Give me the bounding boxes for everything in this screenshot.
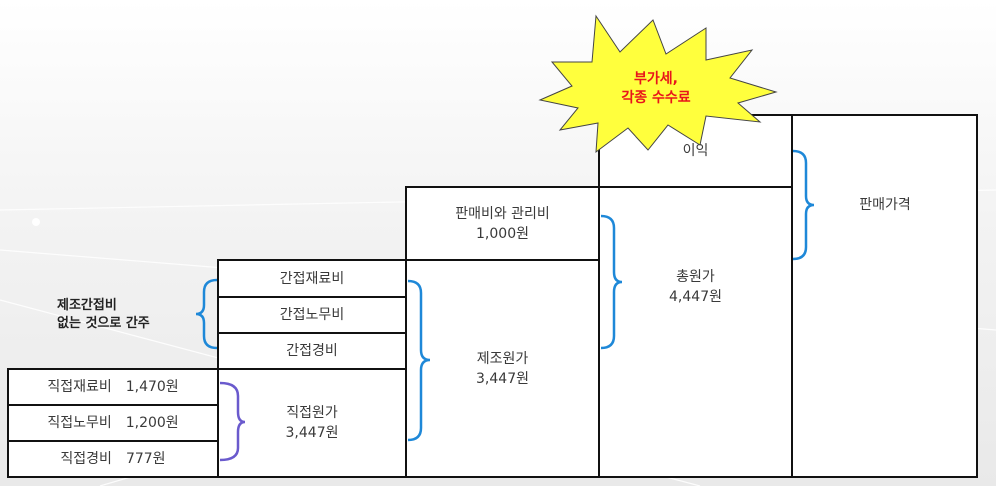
sga-value: 1,000원 <box>476 225 529 242</box>
prime-cost-label: 직접원가 <box>286 405 338 421</box>
sga-label: 판매비와 관리비 <box>455 205 550 222</box>
direct-labor-label: 직접노무비 <box>47 415 112 431</box>
prime-cost-value: 3,447원 <box>285 425 339 441</box>
burst-label: 부가세, 각종 수수료 <box>556 70 756 108</box>
indirect-left-brace-icon <box>195 278 218 350</box>
indirect-cost-note: 제조간접비 없는 것으로 간주 <box>57 297 150 333</box>
total-cost-brace-icon <box>600 214 623 350</box>
manufacturing-brace-icon <box>407 279 431 442</box>
direct-expense-label: 직접경비 <box>60 451 112 467</box>
manufacturing-cost-label: 제조원가 <box>476 350 529 367</box>
indirect-expense-label: 간접경비 <box>286 343 338 359</box>
direct-material-cost-box: 직접재료비 1,470원 <box>7 368 219 406</box>
selling-price-box <box>791 114 978 478</box>
indirect-labor-cost-box: 간접노무비 <box>217 296 407 334</box>
profit-label: 이익 <box>682 143 709 159</box>
direct-expense-box: 직접경비 777원 <box>7 440 219 478</box>
direct-material-label: 직접재료비 <box>47 379 112 395</box>
indirect-note-line2: 없는 것으로 간주 <box>57 316 150 331</box>
direct-expense-amount: 777원 <box>125 451 166 467</box>
indirect-note-line1: 제조간접비 <box>57 298 117 313</box>
burst-line1: 부가세, <box>634 71 678 87</box>
indirect-material-label: 간접재료비 <box>279 270 345 287</box>
direct-labor-amount: 1,200원 <box>125 415 179 431</box>
burst-line2: 각종 수수료 <box>621 90 691 106</box>
manufacturing-cost-value: 3,447원 <box>476 370 529 387</box>
sga-box: 판매비와 관리비 1,000원 <box>405 186 600 261</box>
selling-price-text: 판매가격 <box>830 194 940 216</box>
selling-price-brace-icon <box>792 149 815 261</box>
selling-price-label: 판매가격 <box>859 197 911 213</box>
indirect-labor-label: 간접노무비 <box>279 307 345 323</box>
direct-material-amount: 1,470원 <box>125 379 179 395</box>
manufacturing-cost-box: 제조원가 3,447원 <box>405 259 600 478</box>
prime-cost-box: 직접원가 3,447원 <box>217 368 407 478</box>
purple-brace-icon <box>219 381 246 462</box>
total-cost-value: 4,447원 <box>669 289 722 305</box>
total-cost-label: 총원가 <box>676 269 715 285</box>
